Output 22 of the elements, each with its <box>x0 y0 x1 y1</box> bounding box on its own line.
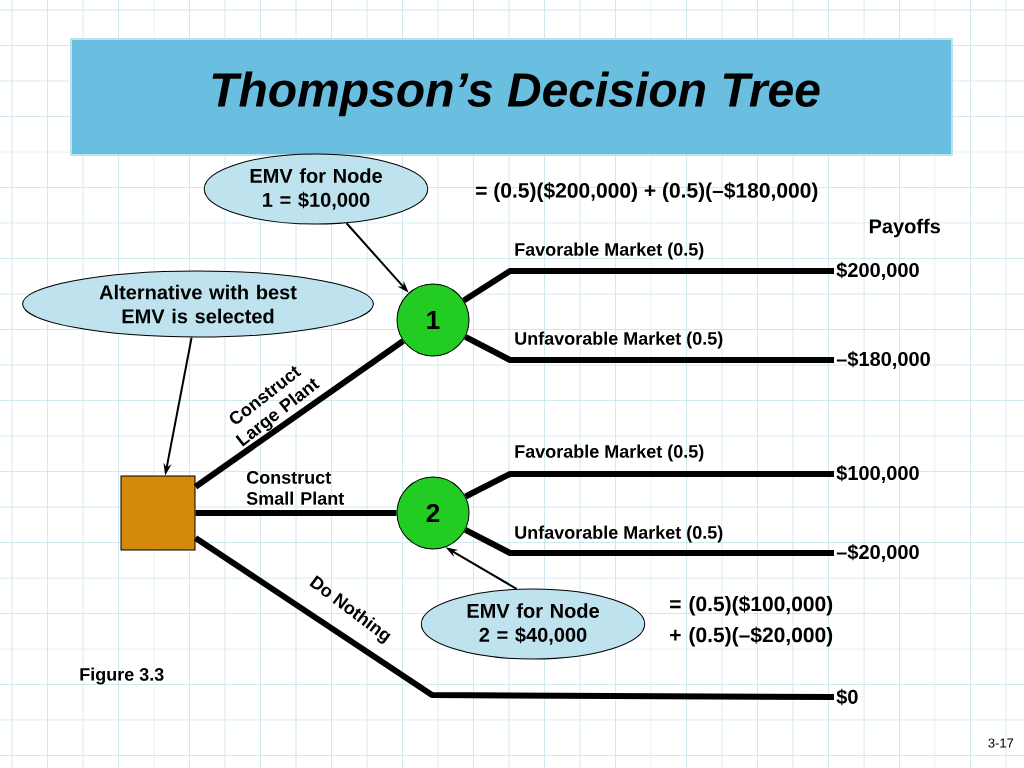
tree-branch <box>193 535 835 700</box>
column-heading: Payoffs <box>869 218 940 238</box>
chance-node: 1 <box>396 283 470 357</box>
page-number: 3-17 <box>988 738 1014 748</box>
edge-label: Unfavorable Market (0.5) <box>515 331 723 349</box>
edge-label: Construct Small Plant <box>246 471 344 505</box>
title-banner: Thompson’s Decision Tree <box>70 38 953 156</box>
edge-label: Favorable Market (0.5) <box>515 242 704 260</box>
payoff-value: $200,000 <box>836 262 919 280</box>
decision-node <box>120 475 196 551</box>
payoff-value: –$180,000 <box>836 351 930 369</box>
formula-text: = (0.5)($200,000) + (0.5)(–$180,000) <box>476 182 818 202</box>
tree-branch <box>193 338 405 490</box>
chance-node: 2 <box>396 476 470 550</box>
figure-caption: Figure 3.3 <box>80 667 164 685</box>
edge-label: Favorable Market (0.5) <box>515 444 704 462</box>
payoff-value: –$20,000 <box>836 544 919 562</box>
payoff-value: $0 <box>836 688 858 706</box>
tree-branch <box>195 510 397 516</box>
formula-text: = (0.5)($100,000) + (0.5)(–$20,000) <box>670 595 833 647</box>
payoff-value: $100,000 <box>836 465 919 483</box>
edge-label: Unfavorable Market (0.5) <box>515 525 723 543</box>
